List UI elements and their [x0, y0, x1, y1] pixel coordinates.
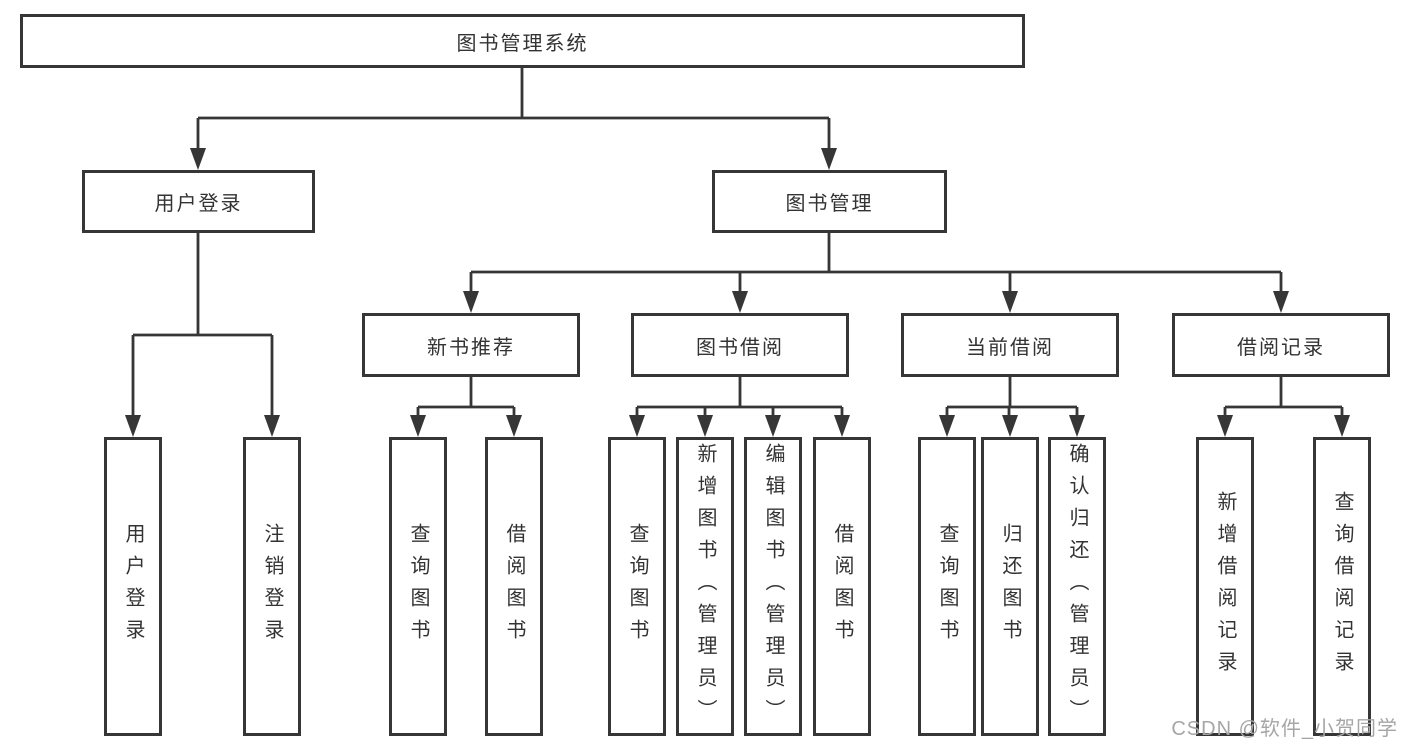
node-leaf-query-book-2: 查询图书 [608, 437, 666, 736]
node-leaf-add-borrow-record: 新增借阅记录 [1196, 437, 1254, 736]
node-module-label: 图书借阅 [696, 336, 784, 359]
node-branch-label: 图书管理 [785, 193, 874, 215]
node-module-label: 借阅记录 [1237, 336, 1325, 359]
node-leaf-confirm-return-admin: 确认归还（管理员） [1048, 437, 1106, 736]
node-branch-book-management: 图书管理 [712, 170, 947, 233]
leaf-label: 查询借阅记录 [1331, 490, 1353, 683]
leaf-label: 查询图书 [407, 522, 429, 651]
node-module-new-book-recommend: 新书推荐 [362, 313, 580, 377]
node-root: 图书管理系统 [20, 14, 1025, 68]
leaf-label: 用户登录 [122, 522, 144, 651]
leaf-label: 查询图书 [626, 522, 648, 651]
node-leaf-logout: 注销登录 [243, 437, 301, 736]
node-module-borrow-record: 借阅记录 [1172, 313, 1390, 377]
leaf-label: 查询图书 [936, 522, 958, 651]
node-branch-label: 用户登录 [154, 193, 243, 215]
node-leaf-edit-book-admin: 编辑图书（管理员） [744, 437, 802, 736]
node-root-label: 图书管理系统 [456, 32, 589, 55]
watermark: CSDN @软件_小贺同学 [1171, 718, 1398, 740]
node-leaf-borrow-book-2: 借阅图书 [813, 437, 871, 736]
node-module-book-borrow: 图书借阅 [631, 313, 849, 377]
node-leaf-borrow-book-1: 借阅图书 [485, 437, 543, 736]
node-leaf-query-borrow-record: 查询借阅记录 [1313, 437, 1371, 736]
node-module-label: 新书推荐 [427, 336, 515, 359]
node-module-current-borrow: 当前借阅 [901, 313, 1119, 377]
leaf-label: 借阅图书 [503, 522, 525, 651]
node-leaf-query-book-1: 查询图书 [389, 437, 447, 736]
leaf-label: 注销登录 [261, 522, 283, 651]
leaf-label: 编辑图书（管理员） [762, 442, 784, 731]
leaf-label: 新增图书（管理员） [694, 442, 716, 731]
leaf-label: 新增借阅记录 [1214, 490, 1236, 683]
node-leaf-query-book-3: 查询图书 [918, 437, 976, 736]
leaf-label: 确认归还（管理员） [1066, 442, 1088, 731]
node-module-label: 当前借阅 [966, 336, 1054, 359]
leaf-label: 借阅图书 [831, 522, 853, 651]
node-leaf-return-book: 归还图书 [981, 437, 1039, 736]
node-branch-user-login: 用户登录 [82, 170, 315, 233]
node-leaf-add-book-admin: 新增图书（管理员） [676, 437, 734, 736]
node-leaf-user-login: 用户登录 [104, 437, 162, 736]
leaf-label: 归还图书 [999, 522, 1021, 651]
